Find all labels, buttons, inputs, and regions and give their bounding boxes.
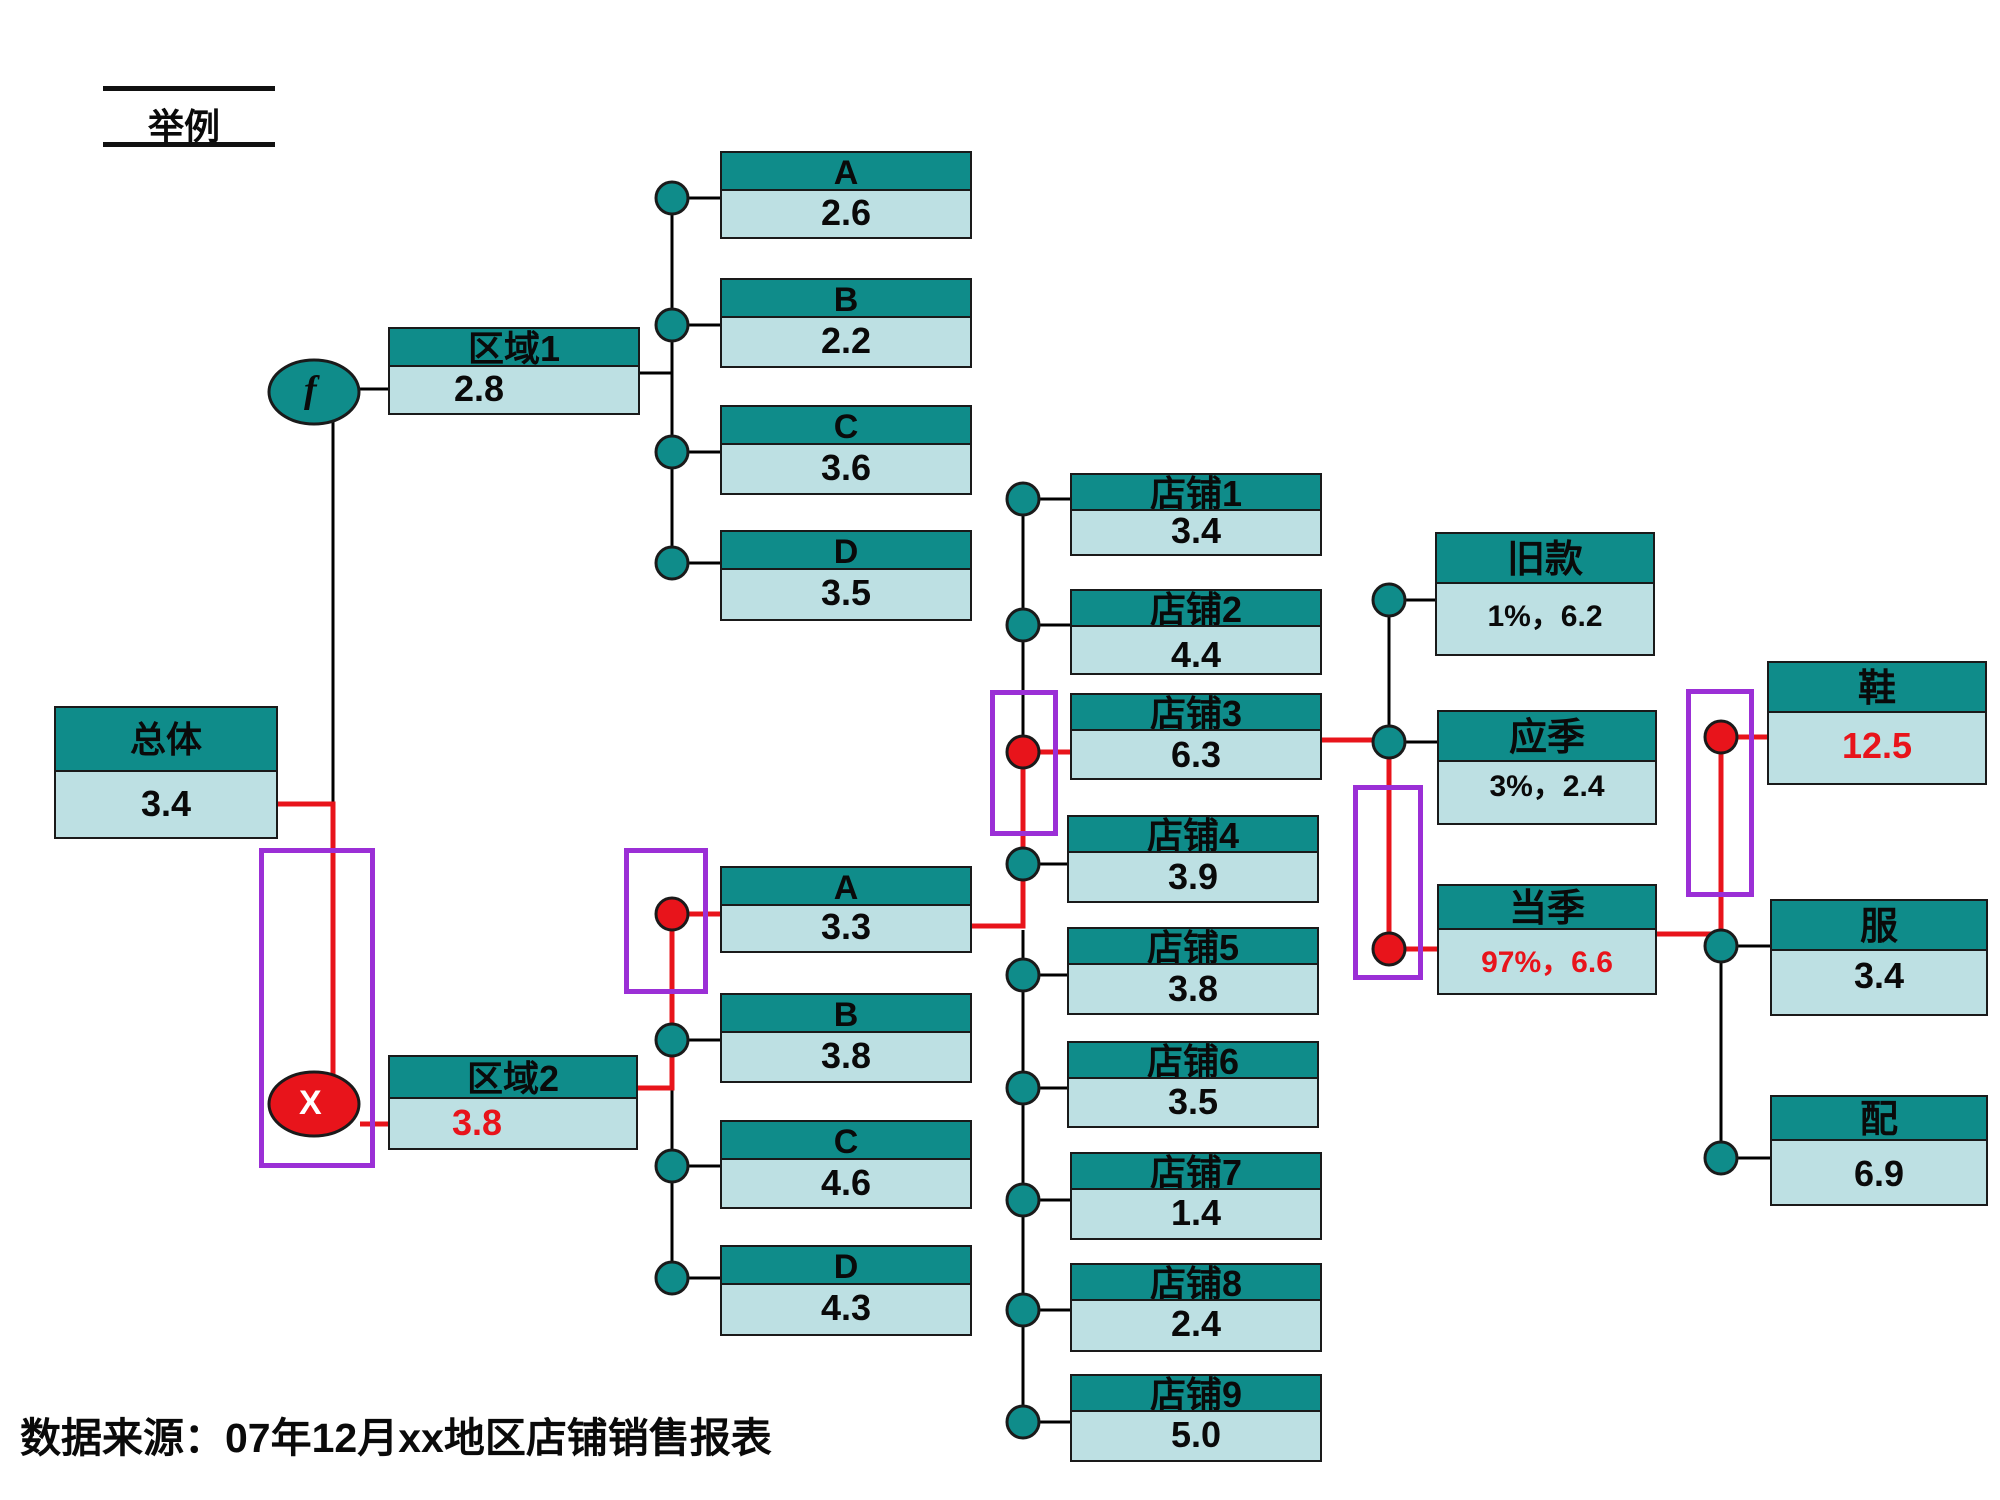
item-value: 3.8 [820, 1035, 872, 1076]
footnote: 数据来源：07年12月xx地区店铺销售报表 [20, 1415, 772, 1461]
region2-item-d: D 4.3 [720, 1245, 972, 1336]
category-label: 服 [1772, 901, 1986, 951]
item-label: C [722, 407, 970, 445]
category-value: 3.4 [1853, 955, 1905, 996]
legend-label: 举例 [148, 106, 221, 147]
item-label: D [722, 1247, 970, 1285]
store-value: 3.9 [1167, 856, 1219, 897]
season-label: 应季 [1439, 712, 1655, 762]
operator-nodes [267, 358, 361, 1138]
store-label: 店铺8 [1072, 1265, 1320, 1301]
region1-item-a: A 2.6 [720, 151, 972, 239]
store-8: 店铺8 2.4 [1070, 1263, 1322, 1352]
store-value: 3.5 [1167, 1081, 1219, 1122]
store-7: 店铺7 1.4 [1070, 1152, 1322, 1240]
region1-item-d: D 3.5 [720, 530, 972, 621]
item-value: 2.2 [820, 320, 872, 361]
store-9: 店铺9 5.0 [1070, 1374, 1322, 1462]
item-value: 4.3 [820, 1287, 872, 1328]
root-value: 3.4 [140, 783, 192, 824]
store-value: 3.4 [1170, 510, 1222, 551]
region1-value: 2.8 [454, 368, 505, 409]
item-value: 2.6 [820, 192, 872, 233]
season-label: 当季 [1439, 886, 1655, 930]
category-apparel: 服 3.4 [1770, 899, 1988, 1016]
focus-frame-store-3 [990, 690, 1058, 836]
season-value: 1%，6.2 [1487, 600, 1603, 633]
store-label: 店铺7 [1072, 1154, 1320, 1190]
season-old: 旧款 1%，6.2 [1435, 532, 1655, 656]
root-box: 总体 3.4 [54, 706, 278, 839]
item-label: B [722, 280, 970, 318]
store-4: 店铺4 3.9 [1067, 815, 1319, 903]
region2-box: 区域2 3.8 [388, 1055, 638, 1150]
focus-frame-item-a [624, 848, 708, 994]
item-value: 3.3 [820, 906, 872, 947]
category-label: 配 [1772, 1097, 1986, 1141]
store-value: 6.3 [1170, 734, 1222, 775]
focus-frame-region [259, 848, 375, 1168]
store-value: 2.4 [1170, 1303, 1222, 1344]
store-label: 店铺1 [1072, 475, 1320, 511]
region1-label: 区域1 [390, 329, 638, 367]
region1-item-c: C 3.6 [720, 405, 972, 495]
season-label: 旧款 [1437, 534, 1653, 584]
item-label: B [722, 995, 970, 1033]
store-value: 1.4 [1170, 1192, 1222, 1233]
item-value: 3.6 [820, 447, 872, 488]
category-value: 6.9 [1853, 1153, 1905, 1194]
item-value: 3.5 [820, 572, 872, 613]
focus-frame-shoes [1686, 689, 1754, 897]
season-value: 97%，6.6 [1481, 946, 1613, 979]
legend-top-rule [103, 86, 275, 91]
category-shoes: 鞋 12.5 [1767, 661, 1987, 785]
store-6: 店铺6 3.5 [1067, 1041, 1319, 1128]
category-value: 12.5 [1841, 725, 1913, 766]
region2-item-a: A 3.3 [720, 866, 972, 953]
region2-item-c: C 4.6 [720, 1120, 972, 1209]
season-value: 3%，2.4 [1489, 770, 1605, 803]
function-operator-label: f [304, 369, 317, 411]
store-label: 店铺9 [1072, 1376, 1320, 1412]
root-label: 总体 [56, 708, 276, 772]
store-value: 5.0 [1170, 1414, 1222, 1455]
season-in-season: 应季 3%，2.4 [1437, 710, 1657, 825]
item-label: C [722, 1122, 970, 1160]
region1-item-b: B 2.2 [720, 278, 972, 368]
multiply-operator-label: X [299, 1084, 322, 1122]
focus-frame-current-season [1353, 785, 1423, 980]
region1-box: 区域1 2.8 [388, 327, 640, 415]
category-label: 鞋 [1769, 663, 1985, 713]
legend-bottom-rule [103, 142, 275, 147]
store-1: 店铺1 3.4 [1070, 473, 1322, 556]
item-label: A [722, 868, 970, 906]
store-label: 店铺4 [1069, 817, 1317, 853]
item-label: A [722, 153, 970, 191]
store-label: 店铺6 [1069, 1043, 1317, 1079]
store-label: 店铺3 [1072, 695, 1320, 731]
store-value: 4.4 [1170, 634, 1222, 675]
store-5: 店铺5 3.8 [1067, 927, 1319, 1015]
store-value: 3.8 [1167, 968, 1219, 1009]
season-current: 当季 97%，6.6 [1437, 884, 1657, 995]
region2-value: 3.8 [452, 1102, 503, 1143]
item-value: 4.6 [820, 1162, 872, 1203]
region2-label: 区域2 [390, 1057, 636, 1099]
store-label: 店铺2 [1072, 591, 1320, 627]
store-2: 店铺2 4.4 [1070, 589, 1322, 675]
region2-item-b: B 3.8 [720, 993, 972, 1083]
store-label: 店铺5 [1069, 929, 1317, 965]
category-accessories: 配 6.9 [1770, 1095, 1988, 1206]
store-3: 店铺3 6.3 [1070, 693, 1322, 780]
item-label: D [722, 532, 970, 570]
